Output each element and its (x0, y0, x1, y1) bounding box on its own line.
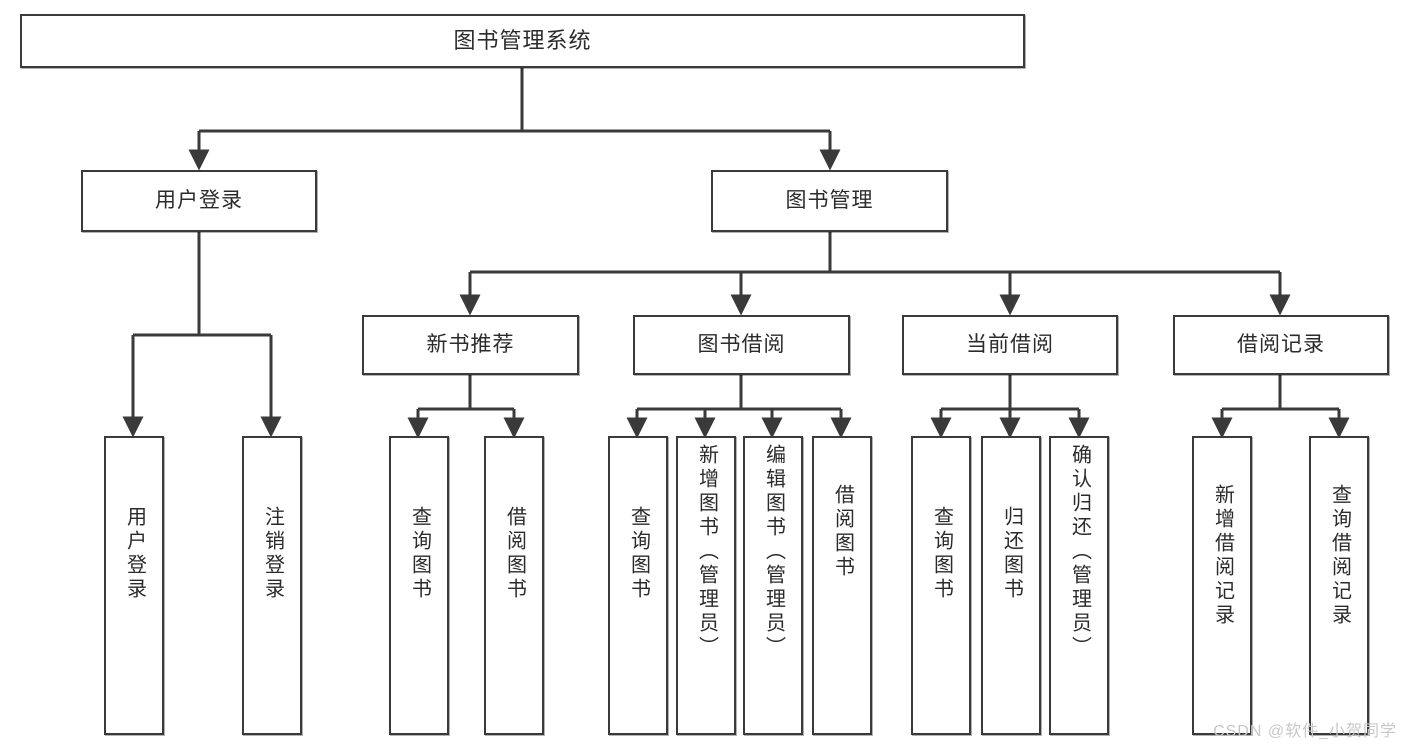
node-leaf-borrow-book[interactable]: 借阅图书 (812, 436, 872, 735)
node-label: 图书借阅 (697, 333, 786, 357)
node-leaf-query-borrow-record[interactable]: 查询借阅记录 (1309, 436, 1369, 735)
node-root-system[interactable]: 图书管理系统 (20, 14, 1025, 68)
node-label: 归还图书 (1000, 506, 1023, 602)
node-leaf-confirm-return-admin[interactable]: 确认归还（管理员） (1049, 436, 1109, 735)
node-leaf-user-login[interactable]: 用户登录 (104, 436, 164, 735)
node-label: 借阅图书 (831, 484, 854, 580)
node-label: 查询图书 (627, 506, 650, 602)
node-label: 查询借阅记录 (1328, 484, 1351, 628)
node-label: 新增图书（管理员） (695, 444, 718, 660)
node-label: 用户登录 (123, 506, 146, 602)
node-label: 新书推荐 (426, 333, 515, 357)
node-label: 图书管理系统 (453, 27, 592, 53)
node-label: 确认归还（管理员） (1068, 444, 1091, 660)
node-leaf-query-book-borrow[interactable]: 查询图书 (608, 436, 668, 735)
node-label: 借阅图书 (503, 506, 526, 602)
node-leaf-logout[interactable]: 注销登录 (242, 436, 302, 735)
node-label: 查询图书 (408, 506, 431, 602)
node-leaf-add-book-admin[interactable]: 新增图书（管理员） (676, 436, 736, 735)
node-label: 借阅记录 (1237, 333, 1325, 357)
node-new-book-recommend[interactable]: 新书推荐 (362, 315, 579, 375)
node-label: 当前借阅 (966, 333, 1054, 357)
node-leaf-add-borrow-record[interactable]: 新增借阅记录 (1192, 436, 1252, 735)
node-label: 用户登录 (155, 189, 243, 213)
node-leaf-return-book[interactable]: 归还图书 (981, 436, 1041, 735)
node-leaf-query-book-current[interactable]: 查询图书 (911, 436, 971, 735)
node-label: 图书管理 (785, 189, 874, 213)
node-leaf-query-book-recommend[interactable]: 查询图书 (389, 436, 449, 735)
node-book-borrow[interactable]: 图书借阅 (633, 315, 850, 375)
node-user-login[interactable]: 用户登录 (81, 170, 317, 232)
node-current-borrow[interactable]: 当前借阅 (902, 315, 1118, 375)
node-label: 查询图书 (930, 506, 953, 602)
node-label: 注销登录 (261, 506, 284, 602)
node-label: 新增借阅记录 (1211, 484, 1234, 628)
node-label: 编辑图书（管理员） (762, 444, 785, 660)
watermark: CSDN @软件_小贺同学 (1213, 723, 1397, 740)
node-leaf-edit-book-admin[interactable]: 编辑图书（管理员） (743, 436, 803, 735)
node-book-management[interactable]: 图书管理 (711, 170, 948, 232)
node-leaf-borrow-book-recommend[interactable]: 借阅图书 (484, 436, 544, 735)
node-borrow-record[interactable]: 借阅记录 (1173, 315, 1389, 375)
